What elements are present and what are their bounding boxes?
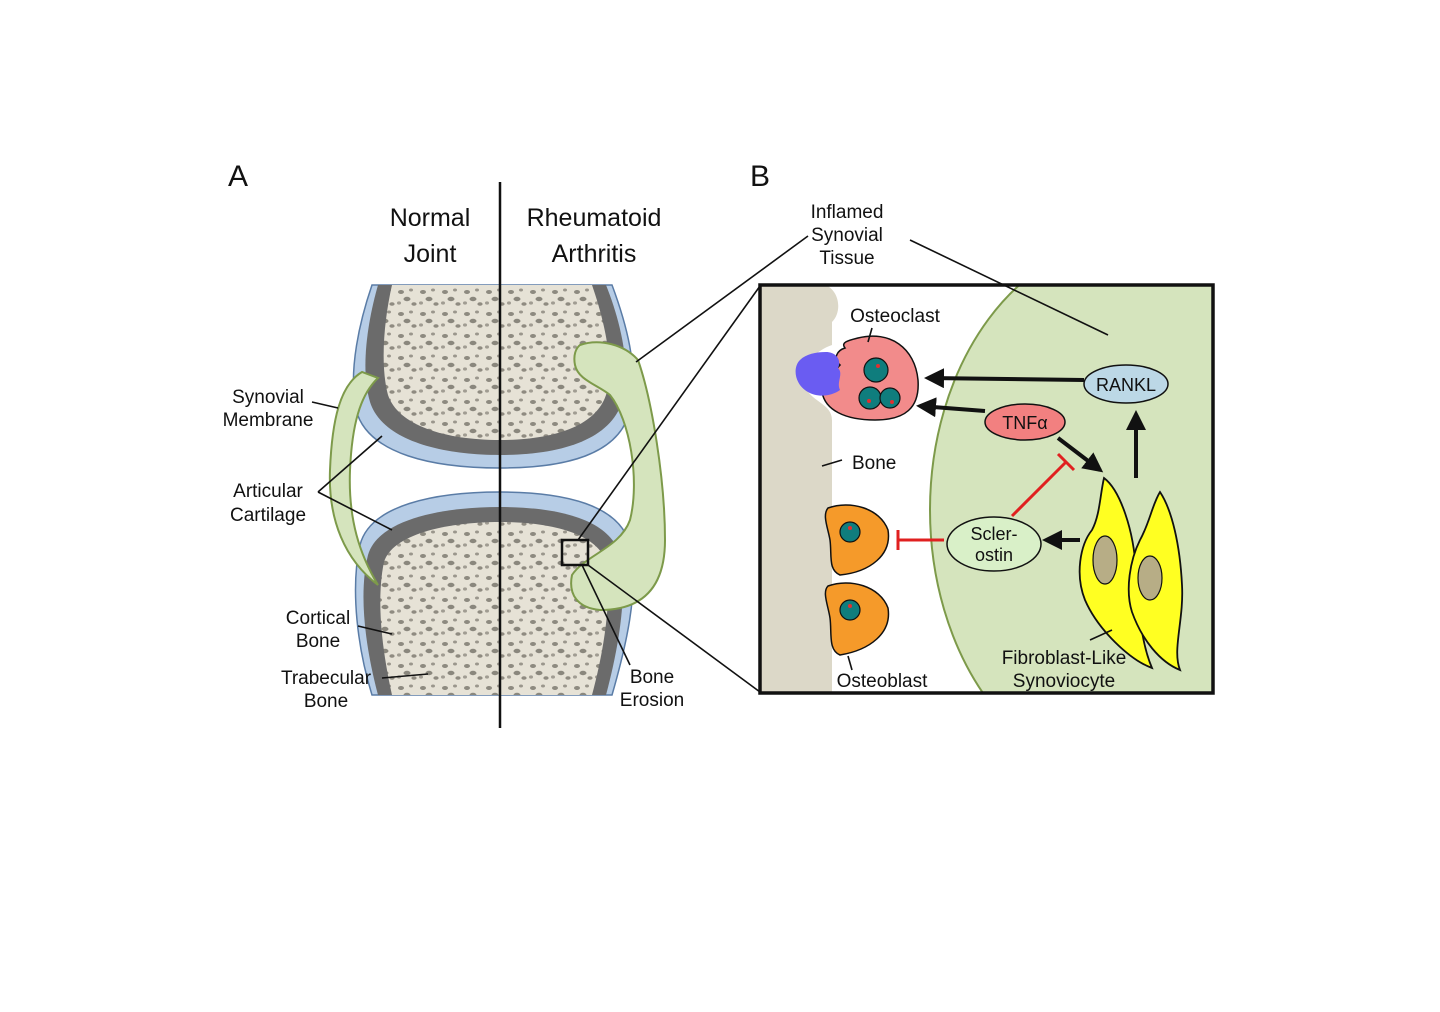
ra-header-line1: Rheumatoid xyxy=(527,204,662,232)
bone-strip xyxy=(760,285,839,693)
articular-cartilage-label-2: Cartilage xyxy=(230,505,306,526)
inhibit-bar-tnf xyxy=(1056,452,1076,472)
sclerostin-label-1: Scler- xyxy=(970,524,1017,544)
sclerostin-label-2: ostin xyxy=(975,545,1013,565)
inflamed-leader xyxy=(909,239,1109,336)
bone-leader xyxy=(821,459,843,467)
rankl-to-osteoclast-arrow xyxy=(924,368,1085,389)
bone-erosion-box xyxy=(560,538,590,567)
trabecular-bone-leader xyxy=(381,673,429,679)
bone-label: Bone xyxy=(852,453,896,474)
panel-a-label: A xyxy=(228,160,248,193)
synovial-membrane-label-2: Membrane xyxy=(223,410,314,431)
inflamed-label-2: Synovial xyxy=(811,225,883,246)
rankl-molecule: RANKL xyxy=(1083,364,1169,404)
osteoblast-cell-bottom xyxy=(824,582,890,656)
zoom-line-bottom xyxy=(587,564,761,693)
trabecular-bone-label-1: Trabecular xyxy=(281,668,372,689)
fibroblast-cell-left xyxy=(1078,476,1154,670)
cortical-bone-label-2: Bone xyxy=(296,631,340,652)
pathway-arrows xyxy=(916,368,1146,550)
tnf-molecule: TNFα xyxy=(984,403,1066,441)
sclerostin-inhibits-tnf xyxy=(1010,460,1068,518)
fibroblast-label-1: Fibroblast-Like xyxy=(1002,648,1127,669)
osteoblast-label: Osteoblast xyxy=(837,671,929,692)
inset-border xyxy=(758,283,1215,695)
osteoblast-cell-top xyxy=(824,504,890,576)
osteoclast-label: Osteoclast xyxy=(850,306,940,327)
trabecular-bone-label-2: Bone xyxy=(304,691,348,712)
inflamed-label-3: Tissue xyxy=(819,248,874,269)
panel-b-label: B xyxy=(750,160,770,193)
upper-bone xyxy=(352,284,634,469)
fibroblast-label-2: Synoviocyte xyxy=(1013,671,1115,692)
ra-header-line2: Arthritis xyxy=(552,240,637,268)
articular-cartilage-leader xyxy=(317,435,393,531)
inflamed-zoom-line xyxy=(635,235,809,363)
bone-erosion-leader xyxy=(581,564,631,666)
rankl-label: RANKL xyxy=(1096,375,1156,395)
fibroblast-cell-right xyxy=(1127,490,1184,672)
synovial-membrane-label-1: Synovial xyxy=(232,387,304,408)
synovial-tissue-region xyxy=(929,285,1213,693)
synovial-membrane-leader xyxy=(311,401,339,409)
normal-synovial-membrane xyxy=(328,370,380,586)
joint-illustration xyxy=(328,182,667,728)
articular-cartilage-label-1: Articular xyxy=(233,481,303,502)
cortical-bone-leader xyxy=(357,625,393,635)
sclerostin-molecule: Scler- ostin xyxy=(946,516,1042,572)
normal-header-line2: Joint xyxy=(404,240,457,268)
lower-bone xyxy=(354,491,635,696)
osteoclast-leader xyxy=(867,327,873,343)
tnf-to-fibroblast-arrow xyxy=(1056,436,1104,473)
fibroblast-leader xyxy=(1089,629,1113,641)
normal-header-line1: Normal xyxy=(390,204,471,232)
inflamed-synovium xyxy=(570,341,667,612)
inflamed-label-1: Inflamed xyxy=(811,202,884,223)
osteoblast-leader xyxy=(847,655,853,671)
osteoclast-cell xyxy=(795,335,919,421)
inhibition-lines xyxy=(896,452,1076,550)
tnf-label: TNFα xyxy=(1002,413,1047,433)
zoom-line-top xyxy=(577,285,761,541)
bone-erosion-label-1: Bone xyxy=(630,667,674,688)
tnf-to-osteoclast-arrow xyxy=(916,397,986,418)
bone-erosion-label-2: Erosion xyxy=(620,690,684,711)
cortical-bone-label-1: Cortical xyxy=(286,608,350,629)
